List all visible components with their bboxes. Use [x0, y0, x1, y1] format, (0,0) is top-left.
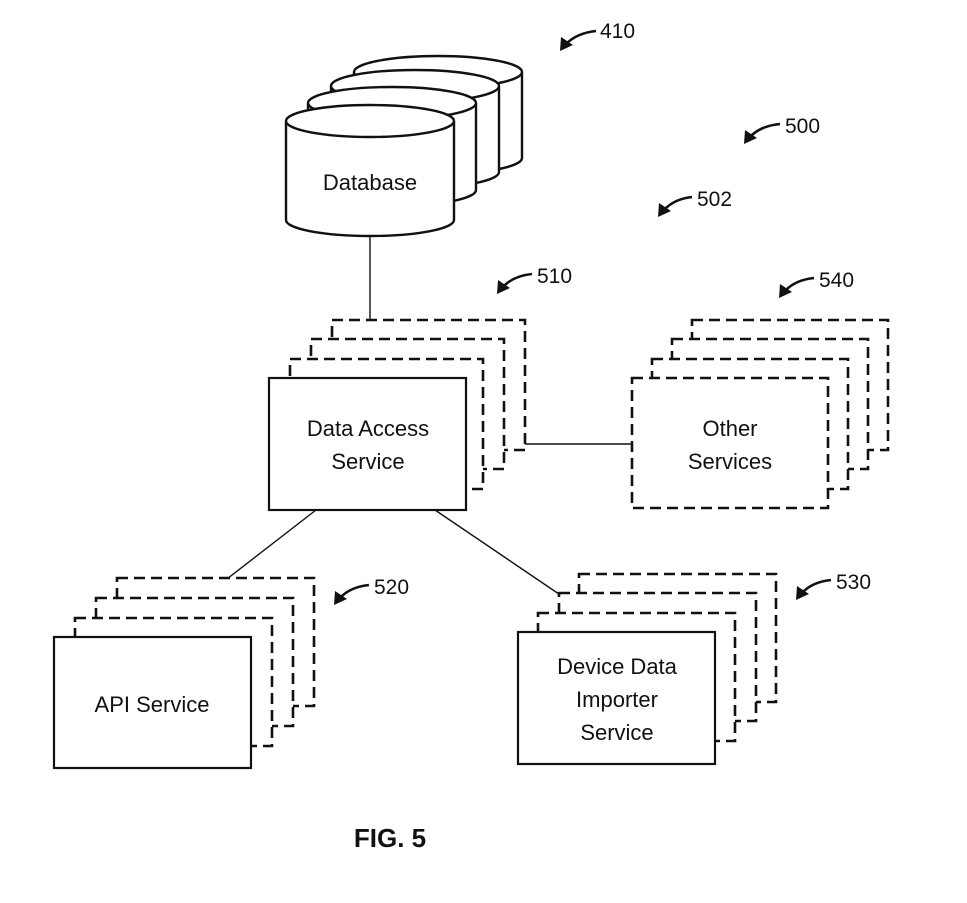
- api-service-label: API Service: [95, 692, 210, 717]
- ref-540-label: 540: [819, 269, 854, 292]
- importer-service-node: Device Data Importer Service: [518, 574, 776, 764]
- reference-520: 520: [334, 576, 409, 605]
- ref-502-label: 502: [697, 188, 732, 211]
- api-service-node: API Service: [54, 578, 314, 768]
- other-services-node: Other Services: [632, 320, 888, 508]
- leader-arrow-502: [664, 197, 692, 210]
- ref-410-label: 410: [600, 20, 635, 43]
- importer-label-line3: Service: [580, 720, 653, 745]
- leader-arrow-510: [503, 274, 532, 287]
- ref-500-label: 500: [785, 115, 820, 138]
- data-access-service-box: [269, 378, 466, 510]
- importer-label-line1: Device Data: [557, 654, 678, 679]
- other-services-box: [632, 378, 828, 508]
- data-access-label-line1: Data Access: [307, 416, 429, 441]
- data-access-label-line2: Service: [331, 449, 404, 474]
- reference-530: 530: [796, 571, 871, 600]
- database-label: Database: [323, 170, 417, 195]
- leader-arrow-530: [802, 580, 831, 593]
- importer-label-line2: Importer: [576, 687, 658, 712]
- ref-520-label: 520: [374, 576, 409, 599]
- figure-caption: FIG. 5: [354, 823, 426, 853]
- reference-410: 410: [560, 20, 635, 51]
- leader-arrow-410: [566, 31, 596, 44]
- reference-510: 510: [497, 265, 572, 294]
- leader-arrow-520: [340, 585, 369, 598]
- other-services-label-line1: Other: [702, 416, 757, 441]
- ref-530-label: 530: [836, 571, 871, 594]
- other-services-label-line2: Services: [688, 449, 772, 474]
- leader-arrow-500: [750, 124, 780, 137]
- database-node: Database: [286, 56, 522, 236]
- data-access-service-node: Data Access Service: [269, 320, 525, 510]
- leader-arrow-540: [785, 278, 814, 291]
- ref-510-label: 510: [537, 265, 572, 288]
- reference-500: 500: [744, 115, 820, 144]
- reference-540: 540: [779, 269, 854, 298]
- reference-502: 502: [658, 188, 732, 217]
